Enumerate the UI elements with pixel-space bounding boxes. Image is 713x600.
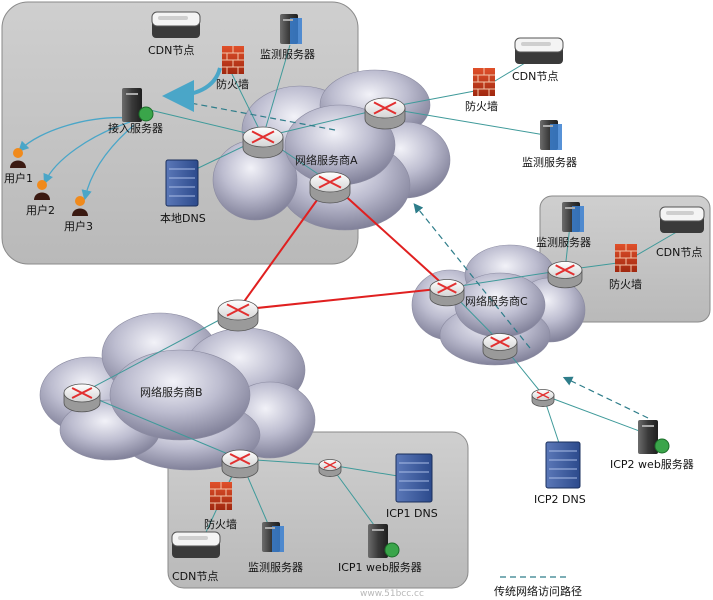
user-icon bbox=[72, 196, 88, 216]
firewall-icon bbox=[210, 482, 232, 510]
label-access-server: 接入服务器 bbox=[108, 122, 163, 135]
server-icon bbox=[262, 522, 284, 552]
cdn-redirect-arrows bbox=[18, 67, 222, 201]
legend: 传统网络访问路径 bbox=[494, 576, 582, 598]
label-user2: 用户2 bbox=[26, 203, 55, 217]
user-icon bbox=[34, 180, 50, 200]
label-firewall-c: 防火墙 bbox=[609, 277, 642, 291]
server-icon bbox=[562, 202, 584, 232]
access-links bbox=[81, 44, 681, 546]
label-monitor-a: 监测服务器 bbox=[260, 48, 315, 61]
cdn-node-right bbox=[514, 37, 564, 64]
label-local-dns: 本地DNS bbox=[160, 211, 206, 225]
link-b-c bbox=[237, 287, 448, 311]
cloud-isp-b bbox=[39, 312, 316, 471]
firewall-icon bbox=[222, 46, 244, 74]
router-icon bbox=[221, 449, 259, 479]
dns-rack-icon bbox=[165, 159, 199, 207]
watermark-text: www.51bcc.cc bbox=[360, 589, 424, 599]
label-cdn-node-right: CDN节点 bbox=[512, 70, 558, 83]
label-monitor-b: 监测服务器 bbox=[248, 561, 303, 574]
link-a-c bbox=[329, 181, 448, 289]
firewall-icon bbox=[473, 68, 495, 96]
label-isp-b: 网络服务商B bbox=[140, 385, 203, 399]
label-icp2-dns: ICP2 DNS bbox=[534, 493, 586, 506]
label-icp2-web: ICP2 web服务器 bbox=[610, 458, 694, 471]
label-icp1-web: ICP1 web服务器 bbox=[338, 561, 422, 574]
traditional-path bbox=[182, 98, 649, 419]
label-cdn-node-b: CDN节点 bbox=[172, 570, 218, 583]
server-icon bbox=[280, 14, 302, 44]
web-server-icon bbox=[368, 524, 400, 558]
cdn-node-a bbox=[151, 11, 201, 38]
user-icon bbox=[10, 148, 26, 168]
router-icon bbox=[318, 459, 342, 477]
router-icon bbox=[309, 171, 351, 204]
label-firewall-a: 防火墙 bbox=[216, 77, 249, 91]
label-cdn-node-c: CDN节点 bbox=[656, 246, 702, 259]
cdn-node-b bbox=[171, 531, 221, 558]
label-cdn-node-a: CDN节点 bbox=[148, 44, 194, 57]
label-firewall-b: 防火墙 bbox=[204, 517, 237, 531]
router-icon bbox=[217, 299, 259, 332]
label-monitor-c: 监测服务器 bbox=[536, 236, 591, 249]
server-icon bbox=[540, 120, 562, 150]
router-icon bbox=[364, 97, 406, 130]
router-icon bbox=[63, 383, 101, 413]
router-icon bbox=[242, 126, 284, 159]
label-firewall-right: 防火墙 bbox=[465, 99, 498, 113]
router-icon bbox=[531, 389, 555, 407]
label-icp1-dns: ICP1 DNS bbox=[386, 507, 438, 520]
dns-rack-icon bbox=[545, 441, 581, 489]
label-isp-a: 网络服务商A bbox=[295, 153, 358, 167]
web-server-icon bbox=[638, 420, 670, 454]
label-isp-c: 网络服务商C bbox=[465, 294, 528, 308]
access-server-icon bbox=[122, 88, 154, 122]
dns-rack-icon bbox=[395, 453, 433, 503]
label-monitor-right: 监测服务器 bbox=[522, 156, 577, 169]
label-user1: 用户1 bbox=[4, 171, 33, 185]
link-a-b bbox=[237, 181, 331, 311]
cdn-node-c bbox=[659, 206, 705, 233]
firewall-icon bbox=[615, 244, 637, 272]
router-icon bbox=[547, 261, 583, 289]
label-user3: 用户3 bbox=[64, 219, 93, 233]
legend-traditional-path-label: 传统网络访问路径 bbox=[494, 584, 582, 598]
backbone-links bbox=[237, 181, 448, 311]
router-icon bbox=[482, 333, 518, 361]
router-icon bbox=[429, 279, 465, 307]
